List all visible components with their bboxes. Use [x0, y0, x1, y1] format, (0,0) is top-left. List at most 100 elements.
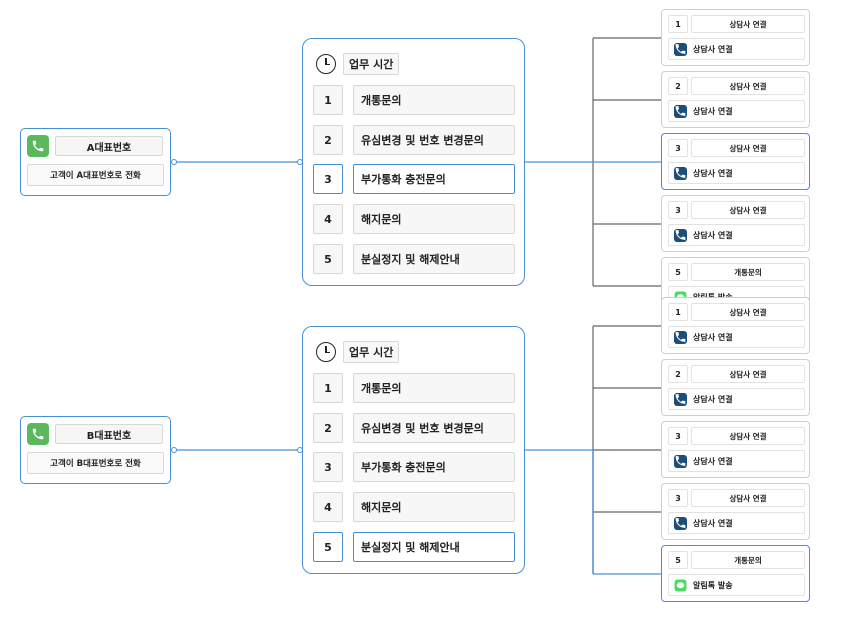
menu-option[interactable]: 3 부가통화 충전문의: [313, 164, 515, 194]
action-text: 상담사 연결: [693, 394, 733, 404]
option-number: 4: [313, 492, 343, 522]
call-icon: [674, 104, 687, 118]
destination-number: 5: [668, 551, 688, 569]
option-label: 유심변경 및 번호 변경문의: [353, 413, 515, 443]
entry-description: 고객이 A대표번호로 전화: [27, 164, 164, 186]
call-icon: [674, 330, 687, 344]
destination-label: 상담사 연결: [691, 303, 805, 321]
connector-port[interactable]: [171, 159, 177, 165]
menu-option[interactable]: 3 부가통화 충전문의: [313, 452, 515, 482]
option-number: 4: [313, 204, 343, 234]
action-text: 상담사 연결: [693, 44, 733, 54]
option-label: 유심변경 및 번호 변경문의: [353, 125, 515, 155]
action-text: 알림톡 발송: [693, 580, 733, 590]
destination-number: 3: [668, 489, 688, 507]
destination-number: 5: [668, 263, 688, 281]
call-icon: [674, 42, 687, 56]
option-label: 분실정지 및 해제안내: [353, 244, 515, 274]
option-number: 5: [313, 532, 343, 562]
destination-number: 3: [668, 201, 688, 219]
menu-header: 업무 시간: [316, 341, 400, 363]
destination-action: 상담사 연결: [668, 224, 805, 246]
phone-icon: [27, 135, 49, 157]
entry-title: B대표번호: [55, 424, 163, 444]
destination-action: 상담사 연결: [668, 388, 805, 410]
destination-label: 상담사 연결: [691, 489, 805, 507]
clock-icon: [316, 342, 336, 362]
menu-option[interactable]: 4 해지문의: [313, 204, 515, 234]
call-icon: [674, 516, 687, 530]
option-label: 해지문의: [353, 492, 515, 522]
option-label: 해지문의: [353, 204, 515, 234]
option-label: 부가통화 충전문의: [353, 452, 515, 482]
call-icon: [674, 228, 687, 242]
destination-label: 상담사 연결: [691, 77, 805, 95]
destination-label: 상담사 연결: [691, 427, 805, 445]
destination-number: 3: [668, 139, 688, 157]
chat-icon: [674, 578, 687, 592]
menu-header: 업무 시간: [316, 53, 400, 75]
destination-label: 상담사 연결: [691, 365, 805, 383]
menu-option[interactable]: 4 해지문의: [313, 492, 515, 522]
destination-label: 상담사 연결: [691, 15, 805, 33]
menu-option[interactable]: 1 개통문의: [313, 373, 515, 403]
destination-action: 알림톡 발송: [668, 574, 805, 596]
destination-label: 개통문의: [691, 551, 805, 569]
entry-description: 고객이 B대표번호로 전화: [27, 452, 164, 474]
option-label: 개통문의: [353, 373, 515, 403]
option-number: 5: [313, 244, 343, 274]
destination-number: 1: [668, 15, 688, 33]
phone-icon: [27, 423, 49, 445]
destination-action: 상담사 연결: [668, 162, 805, 184]
option-number: 3: [313, 452, 343, 482]
option-number: 1: [313, 373, 343, 403]
call-icon: [674, 392, 687, 406]
action-text: 상담사 연결: [693, 168, 733, 178]
destination-number: 3: [668, 427, 688, 445]
destination-number: 2: [668, 77, 688, 95]
connector-port[interactable]: [171, 447, 177, 453]
menu-title: 업무 시간: [343, 53, 400, 75]
action-text: 상담사 연결: [693, 230, 733, 240]
entry-header: B대표번호: [27, 423, 163, 445]
menu-option[interactable]: 5 분실정지 및 해제안내: [313, 244, 515, 274]
destination-action: 상담사 연결: [668, 512, 805, 534]
call-icon: [674, 166, 687, 180]
option-label: 부가통화 충전문의: [353, 164, 515, 194]
action-text: 상담사 연결: [693, 518, 733, 528]
destination-action: 상담사 연결: [668, 450, 805, 472]
destination-number: 2: [668, 365, 688, 383]
entry-title: A대표번호: [55, 136, 163, 156]
option-number: 3: [313, 164, 343, 194]
destination-label: 상담사 연결: [691, 201, 805, 219]
destination-action: 상담사 연결: [668, 100, 805, 122]
option-number: 1: [313, 85, 343, 115]
